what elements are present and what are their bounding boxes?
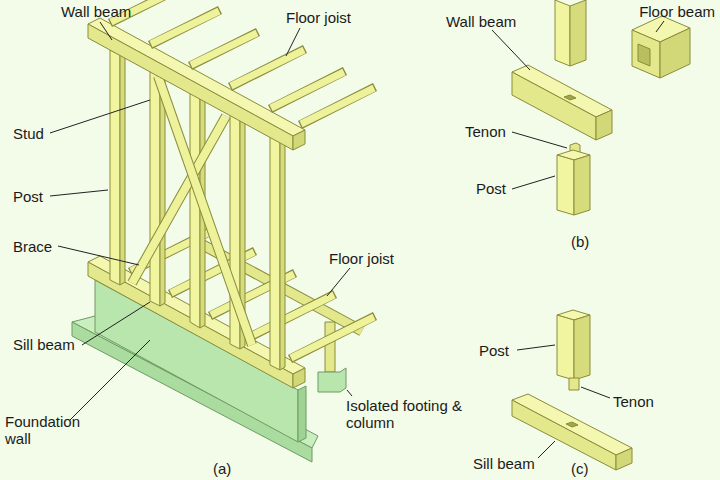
part-label: Floor joist (328, 250, 395, 267)
part-label: (a) (212, 460, 232, 477)
part-label: (b) (570, 233, 590, 250)
part-label: Foundation wall (4, 413, 76, 447)
part-label: Post (12, 188, 44, 205)
part-label: Post (478, 342, 510, 359)
part-label: Brace (12, 238, 53, 255)
part-label: (c) (570, 460, 590, 477)
part-label: Floor beam (638, 3, 716, 20)
part-label: Floor joist (285, 9, 352, 26)
part-label: Tenon (612, 393, 655, 410)
part-label: Stud (12, 125, 45, 142)
part-label: Tenon (464, 123, 507, 140)
part-label: Wall beam (60, 3, 132, 20)
part-label: Isolated footing & column (345, 397, 467, 431)
part-label: Sill beam (472, 455, 536, 472)
part-label: Post (475, 180, 507, 197)
part-label: Wall beam (445, 13, 517, 30)
part-label: Sill beam (12, 336, 76, 353)
